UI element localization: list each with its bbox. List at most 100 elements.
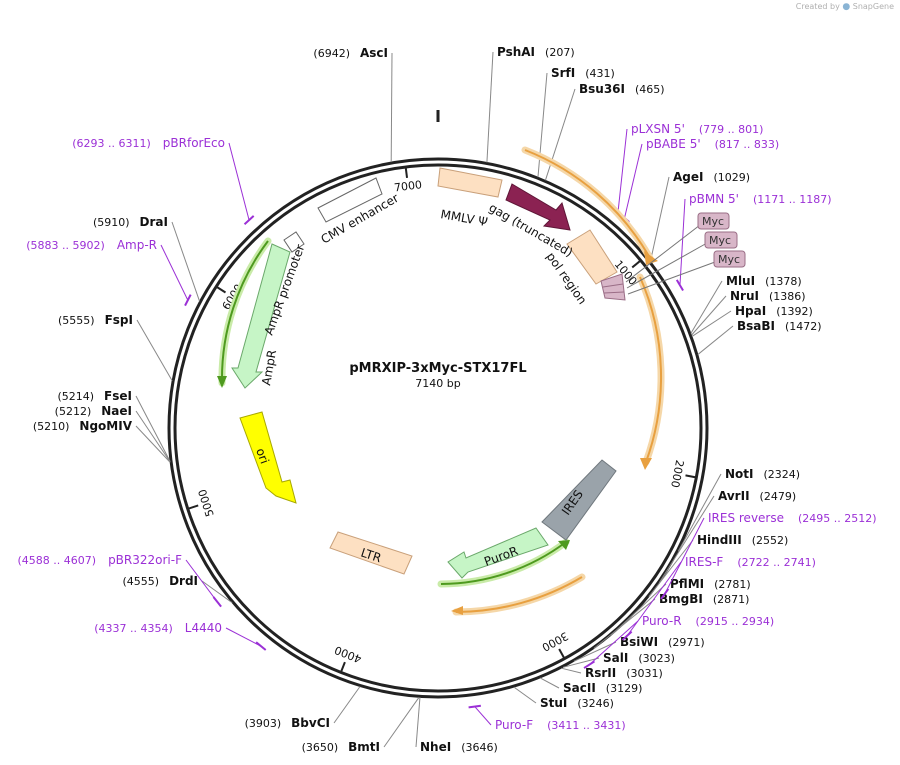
- site-name: FseI: [104, 389, 132, 403]
- site-avrII: AvrII(2479): [718, 489, 796, 503]
- primer-name: Puro-F: [495, 718, 533, 732]
- site-pos: (2552): [752, 534, 789, 547]
- myc-tag-1-label: Myc: [702, 215, 724, 228]
- feature-mmlv-psi: [437, 167, 503, 198]
- primer-leader-puroR: [588, 620, 639, 666]
- scale-tick: [631, 260, 641, 269]
- myc-tag-2-box: [704, 231, 738, 249]
- site-pos: (3246): [577, 697, 614, 710]
- site-name: NaeI: [101, 404, 132, 418]
- site-leader-bsaBI: [697, 325, 734, 355]
- primer-range: (817 .. 833): [715, 138, 780, 151]
- feature-puroR: [447, 527, 549, 579]
- label-ampR: AmpR: [259, 349, 279, 387]
- feature-pol-region: [566, 229, 618, 285]
- site-name: Bsu36I: [579, 82, 625, 96]
- primer-range: (3411 .. 3431): [547, 719, 626, 732]
- primer-leader-L4440: [225, 627, 262, 647]
- primer-range: (6293 .. 6311): [72, 137, 151, 150]
- site-leader-drdI: [201, 580, 233, 604]
- site-leader-salI: [562, 657, 600, 668]
- site-pos: (5910): [93, 216, 130, 229]
- myc-tag-3-box: [713, 250, 746, 268]
- primer-pBR322oriF: (4588 .. 4607)pBR322ori-F: [18, 553, 183, 567]
- site-pshAI: PshAI(207): [497, 45, 575, 59]
- feature-ampR-promoter: [283, 231, 305, 253]
- site-bsu36I: Bsu36I(465): [579, 82, 665, 96]
- primer-leader-iresF: [626, 561, 682, 637]
- primer-leader-ampR: [160, 244, 189, 301]
- primer-name: pBR322ori-F: [108, 553, 182, 567]
- primer-range: (2722 .. 2741): [737, 556, 816, 569]
- feature-ori: [239, 411, 297, 504]
- scale-tick: [340, 661, 346, 672]
- site-pos: (1378): [765, 275, 802, 288]
- myc-stripe-1: [602, 283, 624, 288]
- primer-range: (2915 .. 2934): [696, 615, 775, 628]
- site-pos: (3650): [302, 741, 339, 754]
- site-leader-bsiWI: [573, 641, 617, 662]
- orf-arc-stx17-arrow: [640, 458, 652, 470]
- site-leader-avrII: [658, 495, 715, 584]
- site-nruI: NruI(1386): [730, 289, 806, 303]
- site-pos: (3023): [638, 652, 675, 665]
- primer-pBRforEco: (6293 .. 6311)pBRforEco: [72, 136, 225, 150]
- label-mmlv-psi: MMLV Ψ: [439, 207, 488, 229]
- site-rsrII: RsrII(3031): [585, 666, 663, 680]
- site-pos: (2781): [714, 578, 751, 591]
- orf-arc-stx17-core: [639, 276, 663, 463]
- primer-name: pBABE 5': [646, 137, 701, 151]
- site-fspI: (5555)FspI: [58, 313, 133, 327]
- site-leader-mluI: [690, 280, 723, 334]
- orf-arc-puro-core: [440, 541, 567, 585]
- primer-name: pBMN 5': [689, 192, 739, 206]
- site-draI: (5910)DraI: [93, 215, 168, 229]
- site-name: MluI: [726, 274, 755, 288]
- primer-mark-pBMN5: [675, 279, 684, 292]
- scale-tick-label: 3000: [540, 629, 571, 654]
- site-name: HpaI: [735, 304, 766, 318]
- primer-mark-ampR: [184, 294, 192, 307]
- orf-arc-gag-arrow: [644, 251, 658, 265]
- primer-puroR: Puro-R(2915 .. 2934): [642, 614, 774, 628]
- site-leader-rsrII: [561, 667, 582, 674]
- site-leader-ngoMIV: [135, 425, 171, 463]
- site-name: PshAI: [497, 45, 535, 59]
- primer-ampR: (5883 .. 5902)Amp-R: [26, 238, 157, 252]
- site-pos: (1392): [776, 305, 813, 318]
- scale-tick: [216, 286, 227, 294]
- site-pos: (1386): [769, 290, 806, 303]
- site-pos: (1472): [785, 320, 822, 333]
- scale-tick: [188, 504, 199, 510]
- site-leader-hindIII: [648, 539, 694, 598]
- primer-puroF: Puro-F (3411 .. 3431): [495, 718, 626, 732]
- site-nheI: NheI(3646): [420, 740, 498, 754]
- site-pos: (3646): [461, 741, 498, 754]
- site-ngoMIV: (5210)NgoMIV: [33, 419, 133, 433]
- site-ascI: (6942)AscI: [313, 46, 388, 60]
- primer-name: IRES-F: [685, 555, 723, 569]
- site-leader-sacII: [539, 677, 560, 689]
- site-name: PflMI: [670, 577, 704, 591]
- site-leader-ageI: [649, 176, 670, 262]
- site-drdI: (4555)DrdI: [122, 574, 198, 588]
- site-pos: (5214): [57, 390, 94, 403]
- primer-name: IRES reverse: [708, 511, 784, 525]
- myc-tag-1-box: [697, 212, 730, 230]
- site-pos: (2324): [764, 468, 801, 481]
- primer-name: Amp-R: [117, 238, 157, 252]
- site-stuI: StuI(3246): [540, 696, 614, 710]
- site-name: NotI: [725, 467, 754, 481]
- primer-name: pLXSN 5': [631, 122, 685, 136]
- site-pos: (2871): [713, 593, 750, 606]
- orf-arc-puro-orange-arrow: [451, 606, 463, 615]
- site-fseI: (5214) FseI: [57, 389, 132, 403]
- site-bbvCI: (3903)BbvCI: [245, 716, 330, 730]
- label-ltr: LTR: [359, 546, 383, 566]
- site-name: AscI: [360, 46, 388, 60]
- site-leader-bbvCI: [333, 686, 361, 724]
- feature-ltr: [329, 531, 413, 575]
- orf-arc-ampR-arrow: [217, 376, 227, 388]
